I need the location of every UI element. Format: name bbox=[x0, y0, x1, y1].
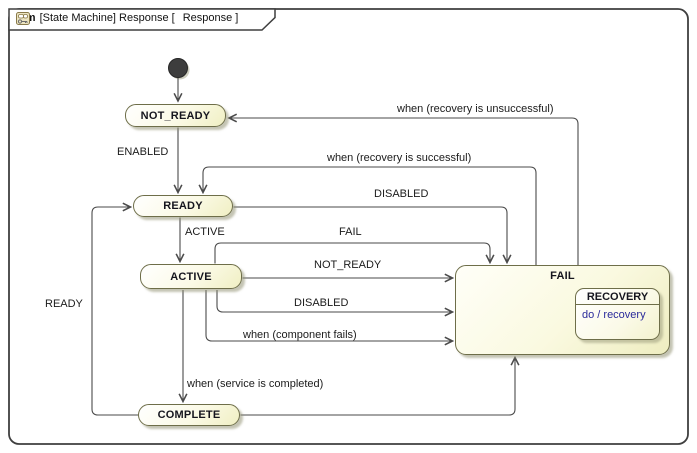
initial-node[interactable] bbox=[168, 58, 188, 78]
diagram-frame-tab[interactable] bbox=[8, 8, 276, 31]
transition-label-disabled-ready[interactable]: DISABLED bbox=[374, 188, 429, 200]
transition-active-disabled[interactable] bbox=[216, 290, 453, 312]
transition-label-not-ready[interactable]: NOT_READY bbox=[314, 259, 382, 271]
state-label: COMPLETE bbox=[157, 409, 221, 421]
state-ready[interactable]: READY bbox=[133, 195, 233, 217]
transition-label-enabled[interactable]: ENABLED bbox=[117, 146, 169, 158]
state-do-activity: do / recovery bbox=[582, 309, 646, 321]
state-not-ready[interactable]: NOT_READY bbox=[125, 104, 226, 127]
transition-label-component-fails[interactable]: when (component fails) bbox=[243, 329, 357, 341]
transition-recovery-successful[interactable] bbox=[203, 166, 537, 265]
state-complete[interactable]: COMPLETE bbox=[138, 404, 240, 426]
transition-label-disabled-active[interactable]: DISABLED bbox=[294, 297, 349, 309]
diagram-frame bbox=[8, 8, 689, 445]
transition-label-active[interactable]: ACTIVE bbox=[185, 226, 225, 238]
state-label: RECOVERY bbox=[576, 289, 659, 305]
frame-title-pre: [State Machine] Response [ bbox=[39, 12, 175, 24]
state-recovery[interactable]: RECOVERY do / recovery bbox=[575, 288, 660, 340]
transition-component-fails[interactable] bbox=[205, 290, 453, 341]
state-label: READY bbox=[163, 200, 203, 212]
transition-active-fail[interactable] bbox=[214, 242, 490, 264]
transition-complete-to-fail[interactable] bbox=[240, 358, 516, 416]
frame-title-post: Response ] bbox=[182, 12, 239, 24]
transition-ready-disabled[interactable] bbox=[233, 206, 508, 263]
state-label: ACTIVE bbox=[170, 270, 212, 283]
transition-label-recovery-successful[interactable]: when (recovery is successful) bbox=[327, 152, 472, 164]
transition-recovery-unsuccessful[interactable] bbox=[229, 118, 579, 265]
frame-title: stm [State Machine] Response [ Response … bbox=[16, 12, 239, 25]
transition-label-service-completed[interactable]: when (service is completed) bbox=[187, 378, 324, 390]
transition-complete-to-ready[interactable] bbox=[91, 207, 138, 416]
transition-label-recovery-unsuccessful[interactable]: when (recovery is unsuccessful) bbox=[397, 103, 554, 115]
transition-label-ready[interactable]: READY bbox=[45, 298, 83, 310]
state-active[interactable]: ACTIVE bbox=[140, 264, 242, 289]
state-label: FAIL bbox=[550, 270, 575, 282]
state-label: NOT_READY bbox=[140, 109, 211, 122]
transition-label-fail[interactable]: FAIL bbox=[339, 226, 362, 238]
